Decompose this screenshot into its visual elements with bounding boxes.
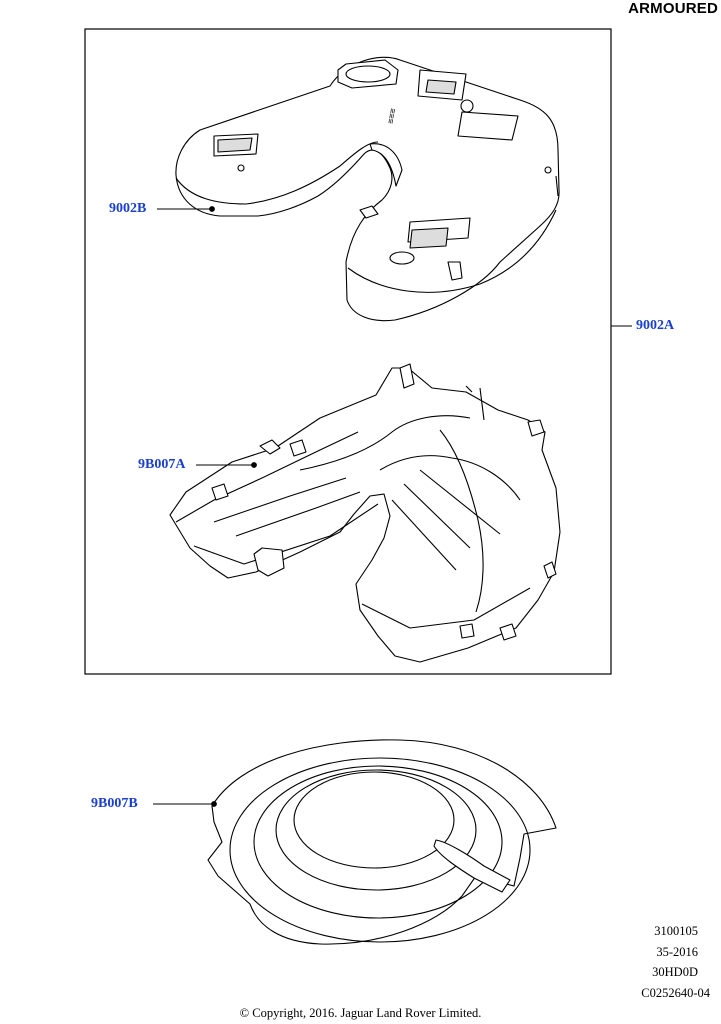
callout-9B007A[interactable]: 9B007A	[138, 457, 186, 472]
leader-9002B-dot	[209, 206, 215, 212]
armoured-tag: ARMOURED	[628, 0, 718, 17]
heat-shield-illustration	[169, 363, 561, 663]
callout-9B007B[interactable]: 9B007B	[91, 796, 138, 811]
callout-9002B[interactable]: 9002B	[109, 201, 147, 216]
leader-9B007A-dot	[251, 462, 257, 468]
fuel-tank-illustration	[175, 56, 560, 322]
callout-9002A[interactable]: 9002A	[636, 318, 675, 333]
footer-code-3: 30HD0D	[652, 965, 698, 979]
copyright-notice: © Copyright, 2016. Jaguar Land Rover Lim…	[239, 1006, 482, 1020]
assembly-frame	[84, 28, 612, 675]
wheel-cover-illustration	[207, 739, 557, 945]
footer-code-1: 3100105	[654, 924, 698, 938]
leader-9B007B-dot	[211, 801, 217, 807]
tank-label-mark: ≡≡≡	[385, 107, 398, 124]
leader-lines	[153, 206, 632, 807]
footer-code-2: 35-2016	[656, 945, 698, 959]
footer-code-4: C0252640-04	[641, 986, 710, 1000]
